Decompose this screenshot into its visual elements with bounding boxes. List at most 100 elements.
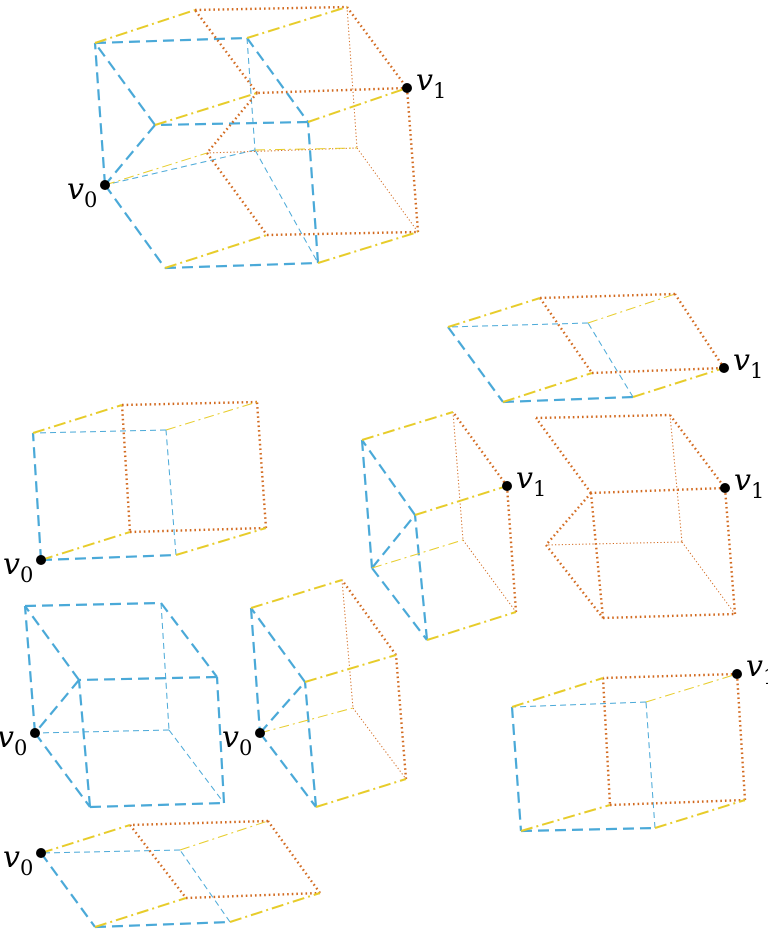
edge [520,826,656,833]
edge [602,672,738,680]
edge [249,607,262,734]
edge [462,539,517,613]
v0-label: v0 [3,547,33,587]
edge [303,681,318,808]
edge [511,701,647,708]
edge [669,414,683,543]
v0-vertex-dot [30,728,40,738]
edge [254,149,319,264]
edge [317,231,419,264]
edge [645,701,656,829]
edge [40,852,96,928]
edge [256,86,408,95]
edge [104,184,166,269]
edge [587,322,634,398]
edge [341,579,354,709]
edge [254,147,358,151]
edge [24,601,162,608]
v1-vertex-dot [732,669,742,679]
edge [164,234,268,269]
edge [681,541,736,615]
v1-label: v1 [733,343,763,383]
edge [154,120,309,127]
v0-vertex-dot [36,848,46,858]
edge [307,87,408,123]
v1-label: v1 [746,649,768,689]
edge [34,729,170,734]
edge [452,411,464,541]
edge [215,676,226,804]
v0-vertex-dot [100,180,110,190]
edge [426,611,517,641]
edge [259,681,306,734]
edge [361,439,416,516]
edge [206,92,258,154]
edge [160,602,218,678]
edge [371,539,464,569]
edge [601,677,612,806]
edge [645,673,738,703]
v1-vertex-dot [719,363,729,373]
edge [346,6,358,149]
edge [304,654,397,683]
edge [654,799,746,829]
edge [104,152,208,186]
edge [371,567,428,641]
edge [129,824,187,899]
edge [154,92,258,126]
v1-vertex-dot [502,481,512,491]
edge [356,147,419,233]
edge [669,414,726,489]
edge [24,605,80,681]
edge [78,675,218,682]
edge [352,707,407,780]
edge [246,37,256,151]
edge [545,492,592,546]
edge [723,487,737,615]
edge [502,372,593,403]
edge [77,679,92,808]
edge [250,607,306,683]
edge [535,413,671,420]
edge [452,411,508,487]
edge [590,486,726,495]
edge [539,297,593,374]
edge [32,429,167,434]
edge [255,401,268,529]
edge [246,37,309,123]
edge [179,820,269,851]
edge [94,42,156,126]
edge [306,121,320,264]
edge [121,400,258,407]
edge [632,367,725,398]
edges-layer [23,5,747,929]
edge [361,411,454,441]
edge [520,804,611,832]
edge [587,293,676,324]
edge [505,485,518,613]
edge [545,544,604,619]
edge [591,366,725,375]
edge [447,297,541,328]
edge [89,801,225,809]
edge [315,778,407,808]
edge [40,849,181,854]
edge [250,579,343,609]
edge [602,612,736,620]
edge [414,485,508,516]
edge [165,429,177,556]
v1-label: v1 [516,461,546,501]
edge [40,553,177,562]
edge [535,417,592,494]
left-cube-lower [23,601,226,809]
flat-prism-top-right [447,292,726,404]
edge [259,732,317,808]
middle-cube-lower [249,579,408,808]
edge [129,819,269,827]
edge [168,729,225,804]
v0-vertex-dot [36,555,46,565]
edge [104,149,256,186]
edge [502,395,634,404]
right-cube [535,413,737,620]
